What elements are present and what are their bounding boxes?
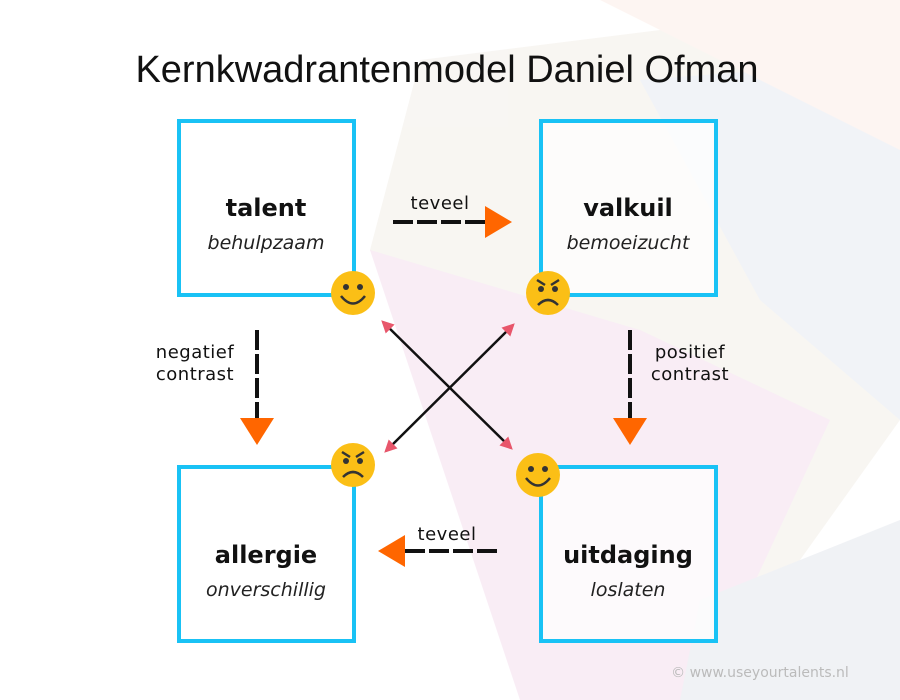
quadrant-uitdaging: uitdaging loslaten [539,465,718,643]
arrow-label: teveel [418,524,477,545]
arrow-label: teveel [411,193,470,214]
arrow-bottom-teveel: teveel [378,524,497,567]
quadrant-heading: uitdaging [563,541,693,569]
quadrant-valkuil: valkuil bemoeizucht [539,119,718,297]
angry-face-icon [526,271,570,315]
arrow-label-line2: contrast [651,364,729,385]
arrow-label-line1: positief [655,342,725,363]
happy-face-icon [331,271,375,315]
arrow-right-positief-contrast: positief contrast [613,330,729,445]
arrow-top-teveel: teveel [393,193,512,238]
quadrant-allergie: allergie onverschillig [177,465,356,643]
quadrant-heading: allergie [215,541,317,569]
arrow-label-line2: contrast [156,364,234,385]
quadrant-example: behulpzaam [208,232,325,254]
angry-face-icon [331,443,375,487]
quadrant-heading: valkuil [583,194,673,222]
copyright-footer: © www.useyourtalents.nl [671,665,849,681]
arrow-label-line1: negatief [156,342,235,363]
quadrant-example: onverschillig [206,579,326,601]
cross-arrow-valkuil-allergie [384,323,515,453]
happy-face-icon [516,453,560,497]
quadrant-example: bemoeizucht [567,232,691,254]
arrow-left-negatief-contrast: negatief contrast [156,330,274,445]
page-title: Kernkwadrantenmodel Daniel Ofman [135,49,758,91]
quadrant-example: loslaten [591,579,666,601]
quadrant-talent: talent behulpzaam [177,119,356,297]
quadrant-heading: talent [226,194,307,222]
